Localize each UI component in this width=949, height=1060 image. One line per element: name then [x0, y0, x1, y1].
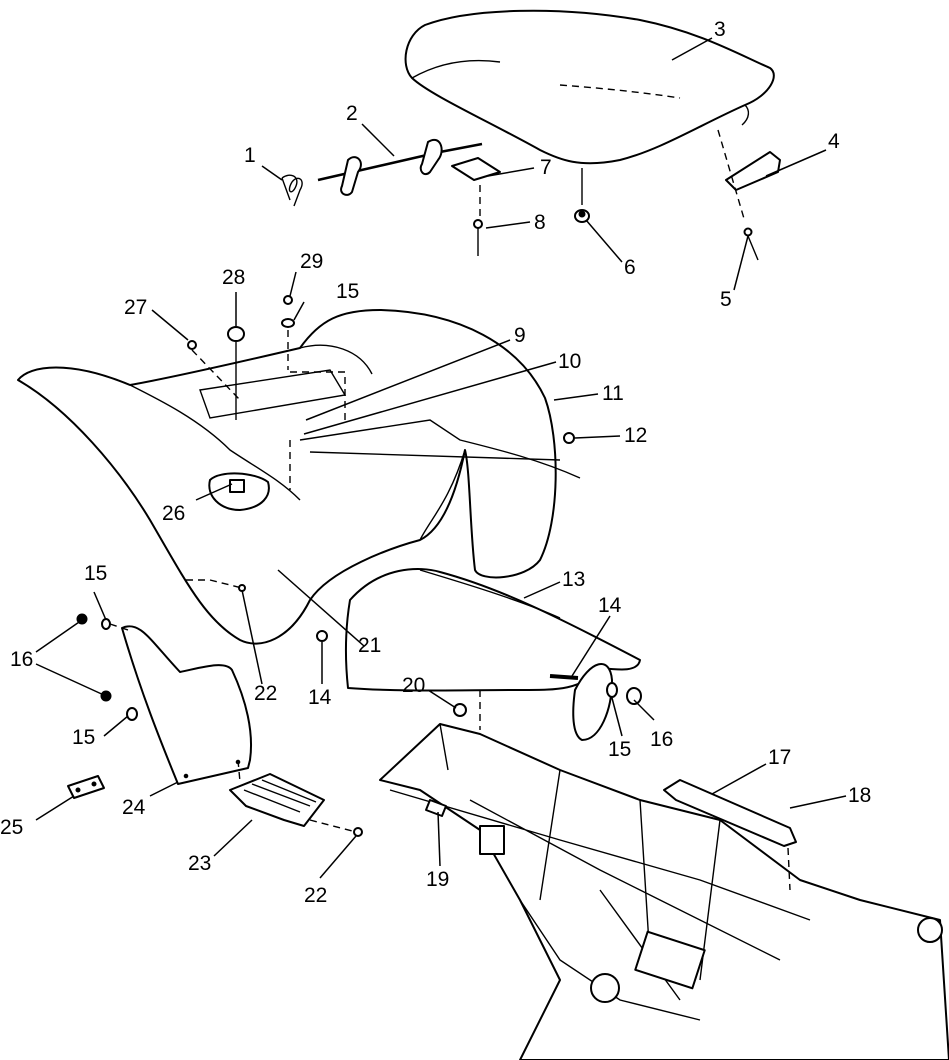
callout-18: 18: [848, 784, 871, 807]
washer-15d: [606, 682, 618, 698]
callout-27: 27: [124, 296, 147, 319]
callout-15b: 15: [84, 562, 107, 585]
fastener-8: [473, 185, 483, 256]
callout-10: 10: [558, 350, 581, 373]
grommet-6: [574, 168, 590, 223]
callout-15d: 15: [608, 738, 631, 761]
callout-23: 23: [188, 852, 211, 875]
washer-15b: [101, 618, 111, 630]
callout-16a: 16: [10, 648, 33, 671]
bracket-17: [663, 779, 797, 891]
callout-6: 6: [624, 256, 636, 279]
plate-25: [67, 775, 105, 799]
callout-15c: 15: [72, 726, 95, 749]
fender-boss-26: [208, 472, 270, 511]
screw-27: [187, 340, 197, 350]
vehicle-frame: [379, 690, 949, 1060]
callout-19: 19: [426, 868, 449, 891]
callout-29: 29: [300, 250, 323, 273]
callout-9: 9: [514, 324, 526, 347]
callout-2: 2: [346, 102, 358, 125]
pin-5: [743, 227, 759, 261]
bolt-14b: [549, 674, 579, 680]
clip-19: [425, 799, 447, 817]
nut-12: [563, 432, 575, 444]
nut-16c: [626, 687, 642, 705]
callout-3: 3: [714, 18, 726, 41]
callout-7: 7: [540, 156, 552, 179]
callout-14a: 14: [308, 686, 332, 709]
callout-22b: 22: [304, 884, 327, 907]
callout-26: 26: [162, 502, 185, 525]
callout-17: 17: [768, 746, 791, 769]
callout-1: 1: [244, 144, 256, 167]
bushing-20: [453, 703, 467, 717]
callout-20: 20: [402, 674, 425, 697]
callout-15a: 15: [336, 280, 359, 303]
mud-flap: [121, 625, 253, 785]
callout-4: 4: [828, 130, 840, 153]
foot-rest: [229, 773, 325, 827]
callout-14b: 14: [598, 594, 622, 617]
screw-14a: [316, 630, 328, 642]
bracket-4: [717, 129, 781, 223]
seat: [404, 9, 775, 165]
seat-latch-rod: [317, 139, 483, 196]
latch-plate: [451, 157, 501, 181]
callout-25: 25: [0, 816, 23, 839]
screw-29: [283, 295, 293, 305]
leader-lines: [35, 37, 847, 879]
callout-13: 13: [562, 568, 585, 591]
washer-15a: [281, 318, 295, 328]
callout-11: 11: [602, 382, 624, 405]
screw-22b: [353, 827, 363, 837]
callout-12: 12: [624, 424, 647, 447]
callout-28: 28: [222, 266, 245, 289]
bracket-13: [572, 663, 613, 741]
rear-fender: [17, 309, 581, 645]
nut-28: [227, 326, 245, 342]
spring: [281, 174, 303, 207]
callout-5: 5: [720, 288, 732, 311]
callout-labels: 1 2 3 4 5 6 7 8 9 10 11 12 13 14 14 15 1…: [0, 18, 871, 907]
callout-24: 24: [122, 796, 146, 819]
callout-16b: 16: [650, 728, 673, 751]
callout-8: 8: [534, 211, 546, 234]
washer-15c: [126, 707, 138, 721]
callout-21: 21: [358, 634, 381, 657]
callout-22a: 22: [254, 682, 277, 705]
